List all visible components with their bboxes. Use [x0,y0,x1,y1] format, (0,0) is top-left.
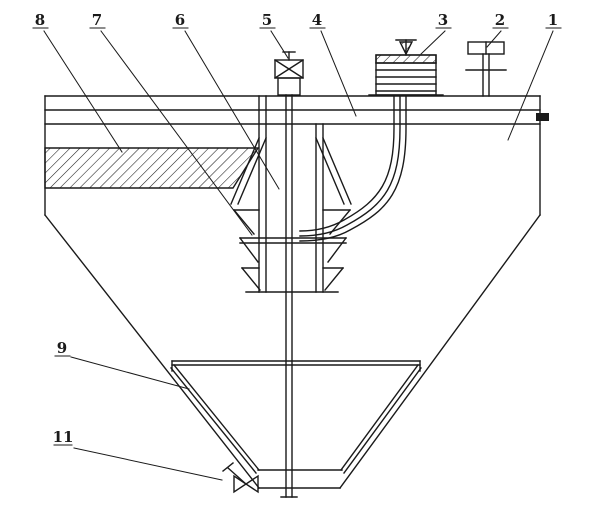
inner-cone-baffle [170,360,422,474]
callout-2-label: 2 [495,11,505,29]
leader-line-1 [507,30,554,141]
callout-7: 7 [89,11,253,236]
tank-outline [44,95,541,489]
leader-line-6 [184,30,280,190]
shaft-gland [274,51,304,96]
feedwell [230,95,352,293]
feed-pipe [299,95,407,242]
callout-5: 5 [259,11,289,59]
central-shaft [280,94,298,498]
callout-11: 11 [53,428,223,481]
drive-motor [368,39,444,96]
cone-left-wall [44,214,260,489]
callout-1-label: 1 [548,11,558,29]
leader-line-3 [420,30,446,55]
callouts: 8 7 6 5 4 [32,11,562,481]
leader-line-7 [100,30,253,236]
callout-6: 6 [172,11,280,190]
callout-5-label: 5 [262,11,272,29]
callout-9-label: 9 [57,339,67,357]
leader-line-4 [320,30,357,117]
discharge-valve [222,462,259,494]
callout-4-label: 4 [312,11,322,29]
wall-nozzle [536,113,549,121]
callout-8-label: 8 [35,11,45,29]
cone-right-wall [339,214,541,489]
callout-8: 8 [32,11,123,153]
leader-line-9 [70,356,190,390]
callout-2: 2 [486,11,509,48]
callout-1: 1 [507,11,562,141]
standpipe [465,41,507,97]
callout-4: 4 [309,11,357,117]
leader-line-11 [73,447,223,481]
callout-11-label: 11 [53,428,74,446]
callout-3: 3 [420,11,452,55]
callout-9: 9 [54,339,190,390]
callout-3-label: 3 [438,11,448,29]
overflow-launder-hatched-plate [44,147,260,189]
drawing-linework [44,39,549,498]
callout-6-label: 6 [175,11,185,29]
leader-line-2 [486,30,502,48]
callout-7-label: 7 [92,11,102,29]
leader-line-5 [270,30,289,59]
leader-line-8 [43,30,123,153]
